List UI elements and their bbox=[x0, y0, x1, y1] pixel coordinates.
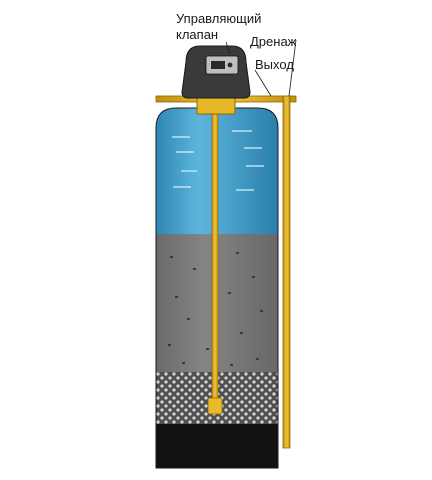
valve-adapter bbox=[196, 95, 236, 115]
tank-outline bbox=[155, 107, 279, 469]
control-valve-label-line2: клапан bbox=[176, 27, 219, 42]
display-button-icon bbox=[227, 62, 233, 68]
water-ripples bbox=[172, 130, 264, 191]
tank-base bbox=[156, 424, 278, 468]
control-valve-label-line1: Управляющий bbox=[176, 11, 262, 26]
control-valve bbox=[181, 45, 251, 99]
drain-label: Дренаж bbox=[250, 34, 297, 49]
outlet-label: Выход bbox=[255, 57, 294, 72]
leader-lines bbox=[225, 39, 297, 97]
display-screen bbox=[211, 61, 225, 69]
media-speckles bbox=[168, 252, 263, 366]
